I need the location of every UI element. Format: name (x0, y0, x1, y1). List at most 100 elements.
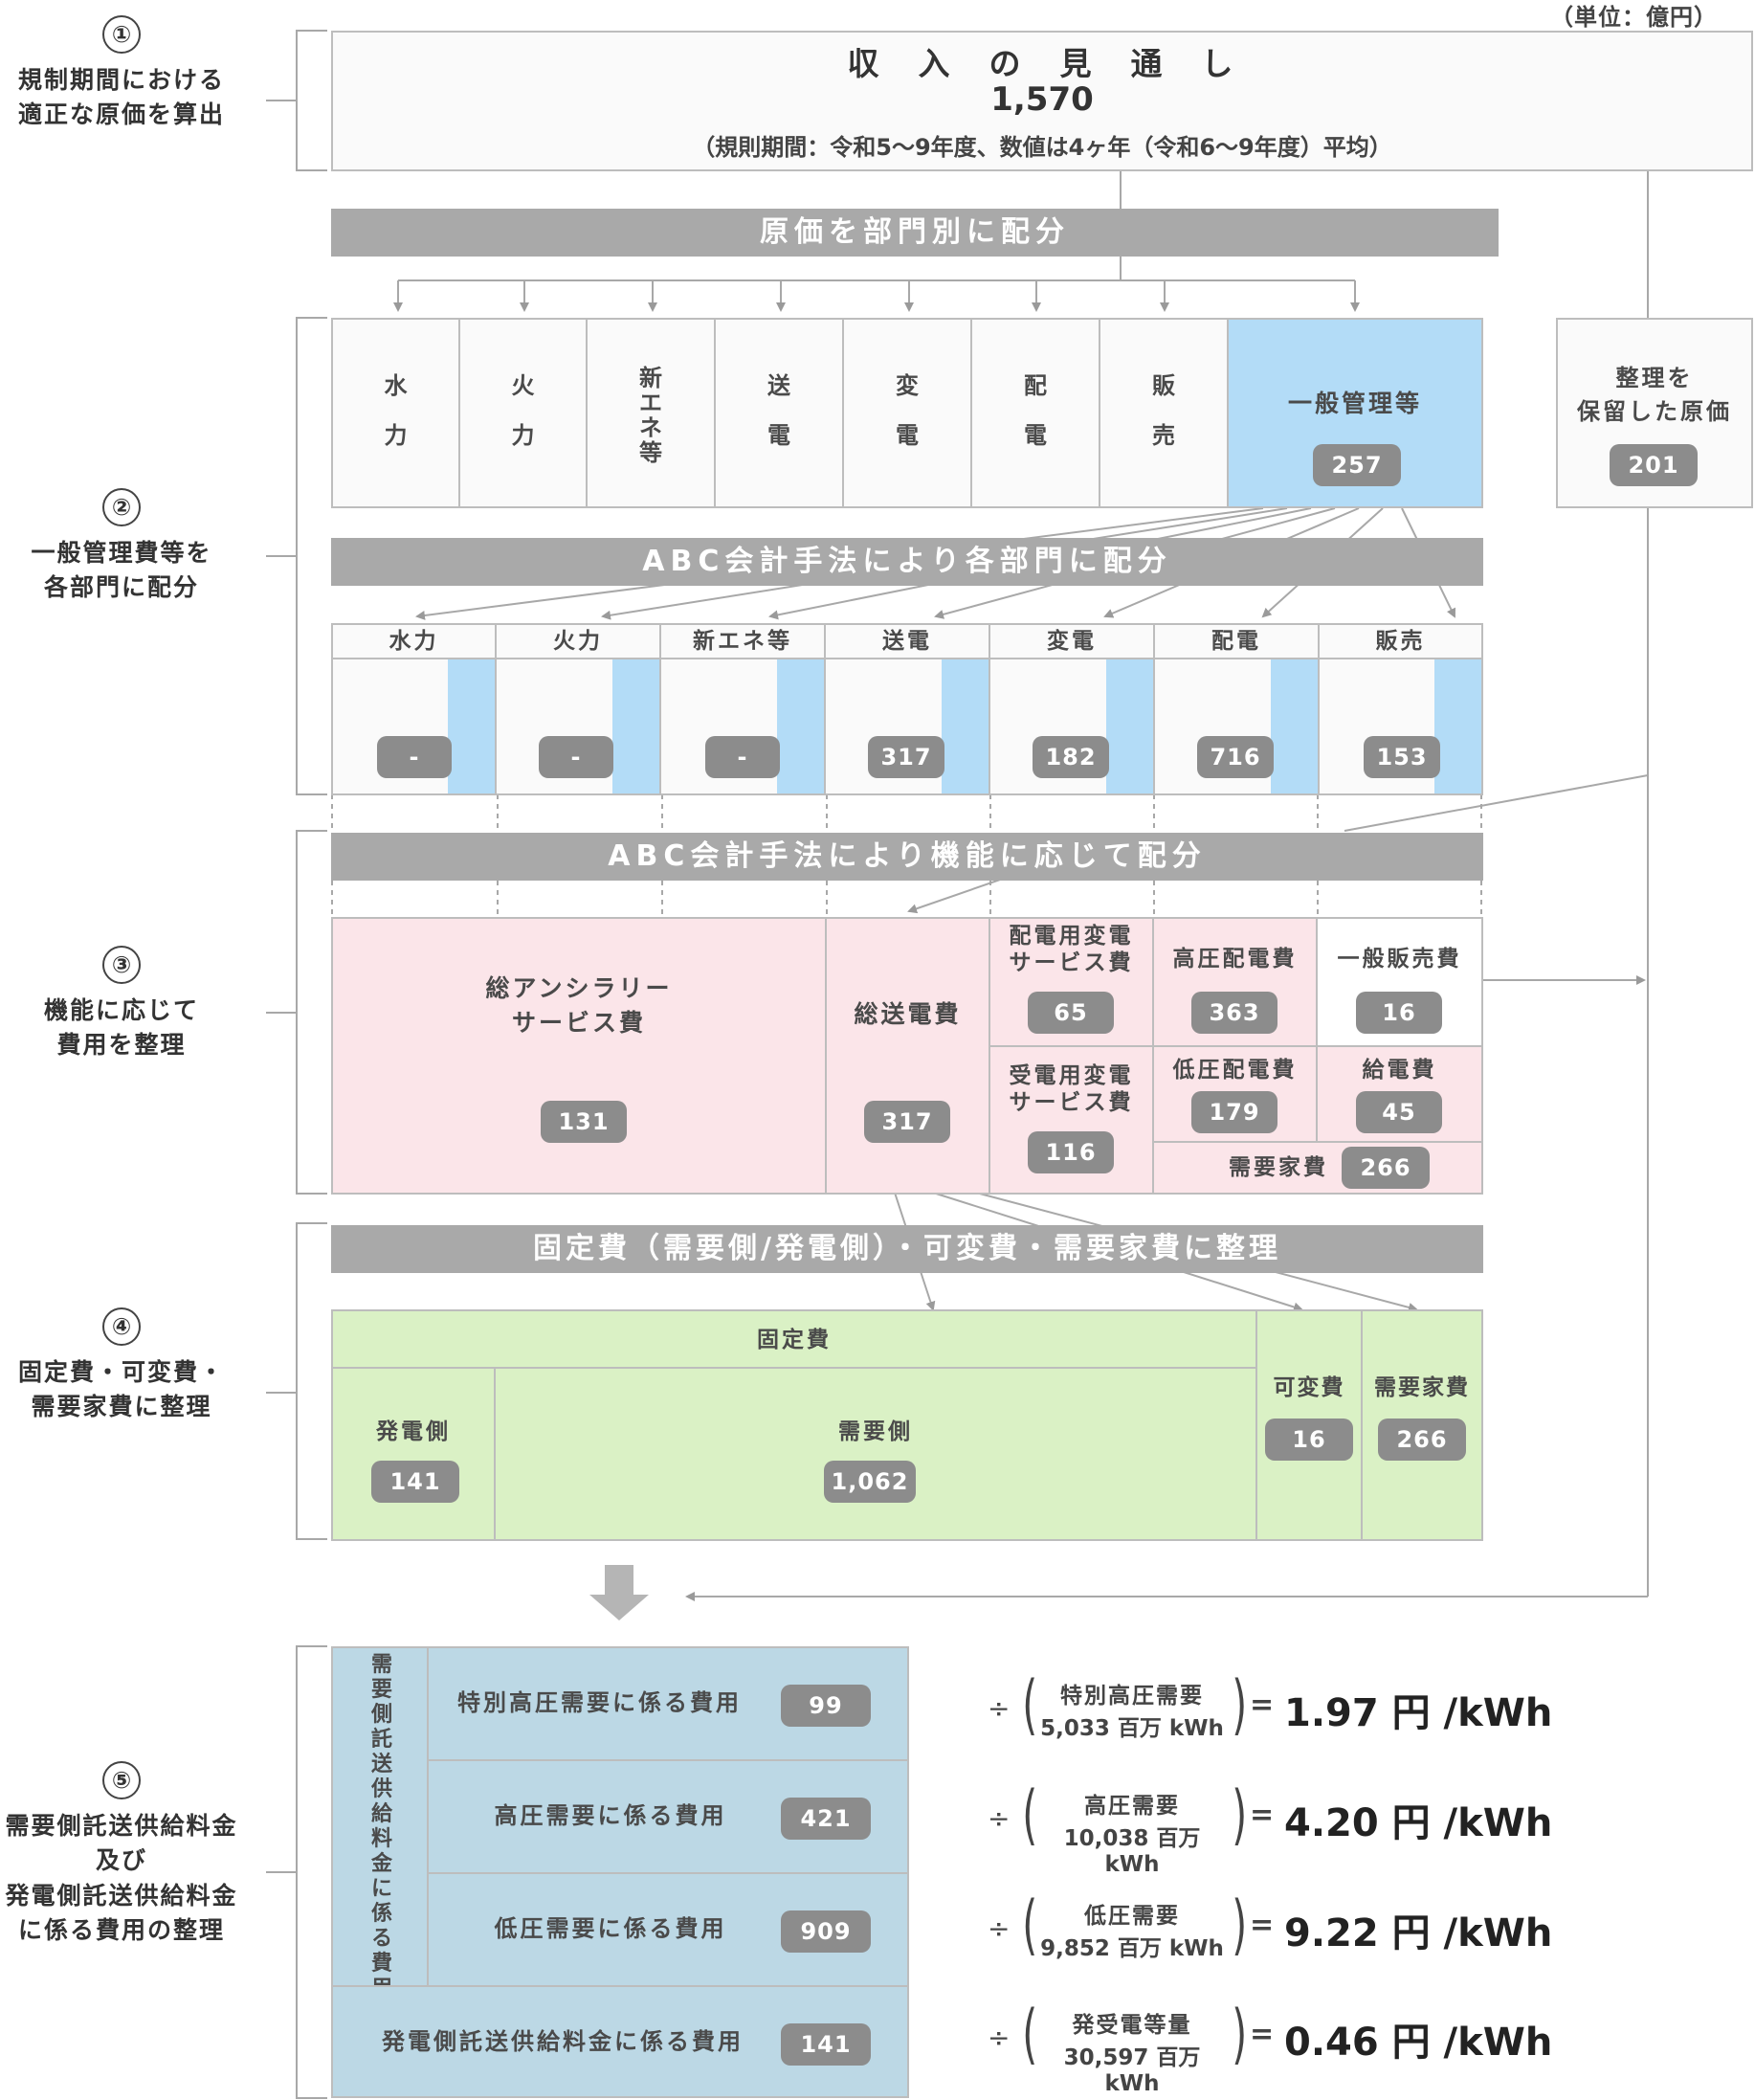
vertical-char: 費 (370, 1952, 392, 1976)
abc-hydro-value: - (377, 736, 452, 778)
function-dist-substation: 配電用変電 サービス費 65 (989, 917, 1154, 1047)
function-hv-distribution-value: 363 (1191, 992, 1277, 1034)
step-4-number: ④ (102, 1307, 141, 1346)
final-row-high: 高圧需要に係る費用 421 (427, 1759, 909, 1874)
abc-distribution-label: 配電 (1211, 629, 1261, 654)
department-thermal-label: 火 力 (511, 372, 535, 449)
result-3: 0.46 円 /kWh (1284, 2021, 1553, 2065)
abc-transmission: 送電 317 (824, 623, 990, 795)
division-1-bottom: 10,038 百万 kWh (1063, 1826, 1201, 1877)
revenue-value: 1,570 (990, 80, 1094, 119)
gen-side-cost: 発電側 141 (331, 1367, 496, 1541)
step-5-number: ⑤ (102, 1761, 141, 1799)
function-customer-label: 需要家費 (1229, 1155, 1328, 1180)
function-customer: 需要家費 266 (1152, 1141, 1483, 1195)
equals-3: = (1250, 2018, 1275, 2051)
department-sales: 販 売 (1099, 318, 1229, 508)
final-row-low-value: 909 (781, 1910, 871, 1953)
department-transmission-label: 送 電 (767, 372, 790, 449)
abc-thermal-label: 火力 (553, 629, 603, 654)
step-5-text: 需要側託送供給料金 及び 発電側託送供給料金 に係る費用の整理 (5, 1812, 238, 1944)
final-row-high-value: 421 (781, 1798, 871, 1840)
demand-side-cost-label: 需要側 (838, 1419, 913, 1444)
function-general-sales: 一般販売費 16 (1316, 917, 1483, 1047)
abc-sales-value: 153 (1364, 736, 1440, 778)
abc-new-energy: 新エネ等 - (659, 623, 826, 795)
rparen-2: ) (1232, 1888, 1248, 1963)
general-admin-label: 一般管理等 (1287, 390, 1422, 417)
vertical-char: 金 (370, 1852, 392, 1876)
final-row-extra-high-label: 特別高圧需要に係る費用 (457, 1689, 742, 1716)
function-ancillary-value: 131 (541, 1101, 627, 1143)
department-sales-label: 販 売 (1152, 372, 1175, 449)
function-customer-value: 266 (1342, 1147, 1430, 1189)
abc-sales-blue-bar (1434, 659, 1481, 793)
abc-hydro: 水力 - (331, 623, 497, 795)
function-lv-distribution-value: 179 (1191, 1091, 1277, 1133)
revenue-box (331, 31, 1753, 171)
vertical-char: 託 (370, 1728, 392, 1752)
abc-transmission-header-line (826, 658, 989, 659)
function-supply: 給電費 45 (1316, 1045, 1483, 1143)
step-1-number: ① (102, 15, 141, 54)
abc-sales: 販売 153 (1318, 623, 1483, 795)
revenue-title: 収 入 の 見 通 し (847, 45, 1237, 82)
step-2-text: 一般管理費等を 各部門に配分 (31, 539, 212, 602)
division-3-top: 発受電等量 (1072, 2013, 1192, 2038)
demand-side-vertical-label: 需要側託送供給料金に係る費用 (369, 1653, 394, 2001)
abc-new-energy-header-line (661, 658, 824, 659)
department-substation: 変 電 (842, 318, 972, 508)
function-general-sales-value: 16 (1356, 992, 1442, 1034)
general-admin-box: 一般管理等 257 (1227, 318, 1483, 508)
rparen-0: ) (1232, 1667, 1248, 1743)
step-2-number: ② (102, 488, 141, 526)
abc-thermal-header-line (497, 658, 659, 659)
final-row-generation-label: 発電側託送供給料金に係る費用 (382, 2028, 744, 2055)
band-cost-classification: 固定費（需要側/発電側）・可変費・需要家費に整理 (331, 1225, 1483, 1273)
band-abc-by-function: ABC会計手法により機能に応じて配分 (331, 833, 1483, 881)
lparen-3: ( (1022, 1997, 1038, 2072)
rparen-3: ) (1232, 1997, 1248, 2072)
customer-cost: 需要家費 266 (1361, 1309, 1483, 1541)
abc-transmission-label: 送電 (882, 629, 932, 654)
rparen-1: ) (1232, 1777, 1248, 1853)
function-transmission: 総送電費 317 (825, 917, 990, 1195)
function-general-sales-label: 一般販売費 (1337, 947, 1462, 972)
divide-sign-2: ÷ (988, 1912, 1011, 1944)
final-row-generation: 発電側託送供給料金に係る費用 141 (331, 1985, 909, 2098)
equals-0: = (1250, 1688, 1275, 1722)
division-2-top: 低圧需要 (1084, 1904, 1180, 1929)
division-2-bottom: 9,852 百万 kWh (1040, 1936, 1224, 1961)
variable-cost: 可変費 16 (1255, 1309, 1363, 1541)
department-thermal: 火 力 (458, 318, 588, 508)
divide-sign-1: ÷ (988, 1802, 1011, 1834)
abc-substation: 変電 182 (989, 623, 1155, 795)
abc-new-energy-value: - (705, 736, 780, 778)
variable-cost-value: 16 (1265, 1419, 1353, 1461)
function-transmission-value: 317 (864, 1101, 950, 1143)
department-new-energy: 新 エ ネ 等 (586, 318, 716, 508)
function-dist-substation-label: 配電用変電 サービス費 (1009, 924, 1134, 975)
reserved-cost-label: 整理を 保留した原価 (1577, 365, 1732, 425)
function-hv-distribution: 高圧配電費 363 (1152, 917, 1318, 1047)
gen-side-cost-value: 141 (371, 1461, 459, 1503)
abc-sales-label: 販売 (1375, 629, 1426, 654)
lparen-0: ( (1022, 1667, 1038, 1743)
customer-cost-value: 266 (1378, 1419, 1466, 1461)
final-row-extra-high-value: 99 (781, 1685, 871, 1727)
abc-thermal: 火力 - (495, 623, 661, 795)
general-admin-value: 257 (1313, 444, 1401, 486)
department-transmission: 送 電 (714, 318, 844, 508)
result-1: 4.20 円 /kWh (1284, 1801, 1553, 1845)
abc-transmission-value: 317 (868, 736, 944, 778)
department-distribution-label: 配 電 (1024, 372, 1047, 449)
function-dist-substation-value: 65 (1028, 992, 1114, 1034)
abc-new-energy-label: 新エネ等 (693, 629, 792, 654)
demand-side-cost-value: 1,062 (824, 1461, 916, 1503)
result-2: 9.22 円 /kWh (1284, 1911, 1553, 1955)
abc-distribution-header-line (1155, 658, 1318, 659)
reserved-cost-value: 201 (1610, 444, 1698, 486)
function-hv-distribution-label: 高圧配電費 (1172, 947, 1298, 972)
abc-substation-header-line (990, 658, 1153, 659)
abc-thermal-blue-bar (612, 659, 659, 793)
